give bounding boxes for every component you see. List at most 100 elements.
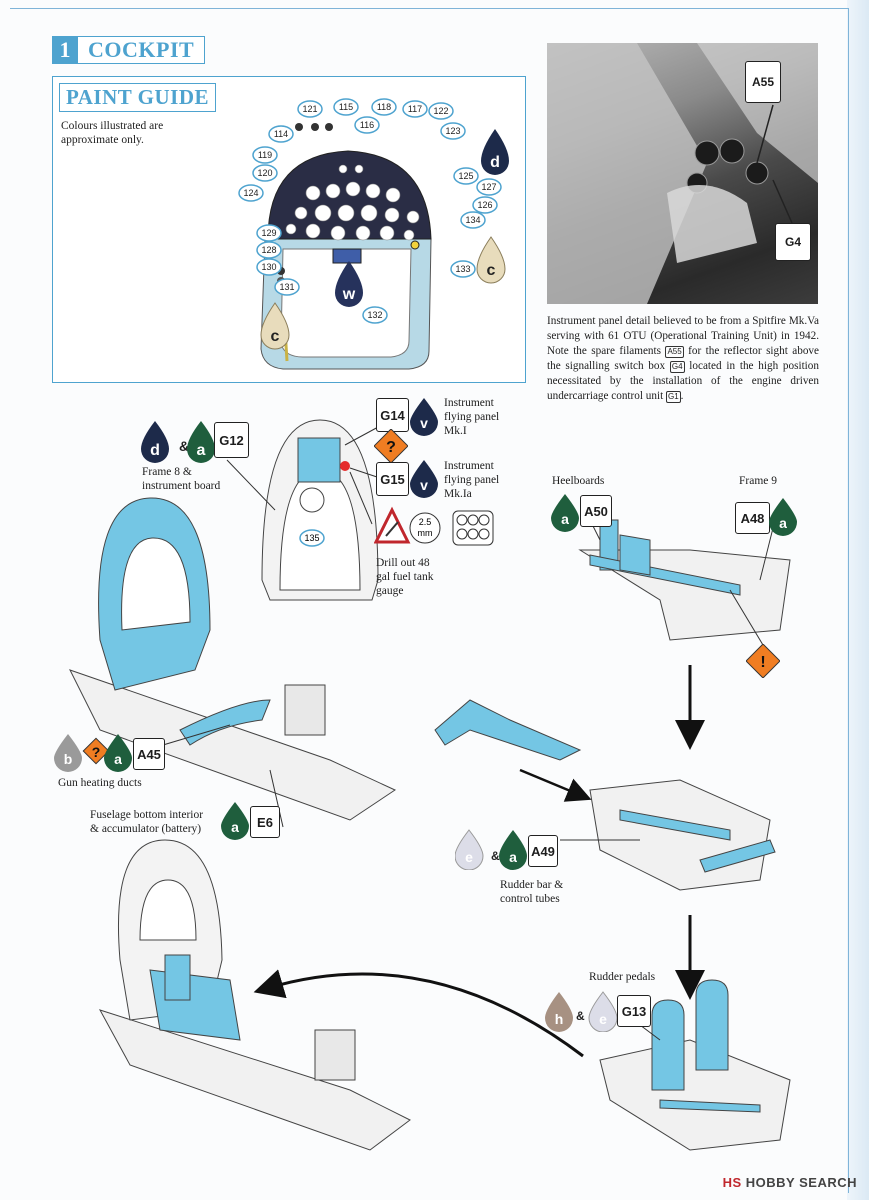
callout-128: 128 bbox=[261, 245, 276, 255]
part-a49: A49 bbox=[528, 835, 558, 867]
step-number: 1 bbox=[52, 36, 78, 64]
drop-v-g15: v bbox=[410, 460, 438, 498]
label-g13: Rudder pedals bbox=[589, 971, 656, 983]
frame9-subassembly bbox=[578, 519, 791, 641]
instrument-panel-illustration: 121 115 118 117 122 116 123 114 119 120 … bbox=[238, 98, 509, 370]
callout-125: 125 bbox=[458, 171, 473, 181]
part-g13: G13 bbox=[617, 995, 651, 1027]
frame8-floor-assembly bbox=[69, 497, 397, 821]
callout-133: 133 bbox=[455, 264, 470, 274]
callout-119: 119 bbox=[258, 150, 272, 160]
page-border-right bbox=[848, 8, 849, 1193]
label-heelboards: Heelboards bbox=[552, 475, 605, 487]
svg-text:2.5: 2.5 bbox=[419, 517, 432, 527]
page-edge bbox=[847, 0, 869, 1200]
callout-115: 115 bbox=[339, 102, 353, 112]
caption-text-1: Instrument panel detail believed to be f… bbox=[547, 315, 819, 357]
paint-guide-title: PAINT GUIDE bbox=[59, 83, 216, 112]
callout-131: 131 bbox=[279, 282, 294, 292]
step-title: COCKPIT bbox=[78, 36, 206, 64]
callout-121: 121 bbox=[302, 104, 317, 114]
part-g12: G12 bbox=[214, 422, 249, 458]
label-frame8: Frame 8 &instrument board bbox=[142, 466, 221, 492]
svg-text:a: a bbox=[561, 511, 569, 527]
callout-118: 118 bbox=[377, 102, 391, 112]
rudder-pedals-subassembly bbox=[599, 979, 791, 1151]
part-a48: A48 bbox=[735, 502, 770, 534]
part-g14: G14 bbox=[376, 398, 409, 432]
drill-icon: 2.5 mm bbox=[374, 506, 441, 544]
paint-guide-panel: PAINT GUIDE Colours illustrated are appr… bbox=[52, 76, 526, 383]
part-a45: A45 bbox=[133, 738, 165, 770]
callout-120: 120 bbox=[257, 168, 272, 178]
label-e6: Fuselage bottom interior& accumulator (b… bbox=[90, 809, 204, 835]
warning-a45: ? bbox=[92, 744, 101, 760]
ampersand: & bbox=[491, 849, 500, 863]
caption-text-3: located in the high position necessitate… bbox=[547, 360, 819, 402]
svg-text:w: w bbox=[342, 286, 356, 303]
callout-116: 116 bbox=[360, 120, 374, 130]
part-e6: E6 bbox=[250, 806, 280, 838]
callout-132: 132 bbox=[367, 310, 382, 320]
svg-text:c: c bbox=[271, 328, 280, 345]
drop-a: a bbox=[509, 849, 517, 865]
callout-114: 114 bbox=[274, 129, 288, 139]
watermark: HS HOBBY SEARCH bbox=[723, 1175, 857, 1190]
paint-drop-d: d bbox=[481, 129, 509, 175]
caption-text-2: for the reflector sight above the signal… bbox=[547, 345, 819, 372]
svg-text:?: ? bbox=[386, 439, 396, 456]
callout-127: 127 bbox=[481, 182, 496, 192]
paint-guide-note: Colours illustrated are approximate only… bbox=[61, 120, 164, 146]
callout-129: 129 bbox=[261, 228, 276, 238]
drop-e: e bbox=[465, 849, 473, 865]
drops-a45: b ? a bbox=[54, 734, 132, 772]
label-a45: Gun heating ducts bbox=[58, 777, 142, 789]
label-a49: Rudder bar &control tubes bbox=[500, 879, 564, 905]
svg-text:!: ! bbox=[760, 654, 765, 671]
drop-a-e6: a bbox=[221, 802, 249, 840]
callout-126: 126 bbox=[477, 200, 492, 210]
drop-a-frame9: a bbox=[769, 498, 797, 536]
photo-label-g4: G4 bbox=[775, 223, 811, 261]
frame8-detail bbox=[261, 419, 379, 601]
drop-a: a bbox=[114, 751, 122, 767]
caption-ref-g4: G4 bbox=[669, 361, 685, 373]
warning-question: ? bbox=[374, 429, 408, 463]
part-g15: G15 bbox=[376, 462, 409, 496]
drop-b: b bbox=[64, 751, 73, 767]
drop-v-g14: v bbox=[410, 398, 438, 436]
drop-e: e bbox=[599, 1011, 607, 1027]
callout-124: 124 bbox=[243, 188, 258, 198]
svg-text:d: d bbox=[490, 154, 500, 171]
callout-134: 134 bbox=[465, 215, 480, 225]
step-header: 1 COCKPIT bbox=[52, 36, 206, 64]
svg-text:mm: mm bbox=[418, 528, 433, 538]
callout-g12: d & a bbox=[141, 419, 301, 468]
svg-text:a: a bbox=[779, 515, 787, 531]
paint-callout-numbers: 121 115 118 117 122 116 123 114 119 120 … bbox=[243, 102, 496, 320]
drop-a: a bbox=[197, 442, 206, 459]
drop-h: h bbox=[555, 1011, 564, 1027]
callout-122: 122 bbox=[433, 106, 448, 116]
part-a50: A50 bbox=[580, 495, 612, 527]
drop-d: d bbox=[150, 442, 160, 459]
paint-drop-w: w bbox=[335, 261, 363, 307]
final-assembly bbox=[98, 839, 411, 1151]
svg-text:a: a bbox=[231, 819, 239, 835]
label-frame9: Frame 9 bbox=[739, 475, 778, 487]
paint-drop-c-right: c bbox=[476, 236, 506, 284]
photo-label-a55: A55 bbox=[745, 61, 781, 103]
rudder-bar-subassembly bbox=[434, 699, 776, 891]
callout-130: 130 bbox=[261, 262, 276, 272]
svg-text:v: v bbox=[420, 477, 428, 493]
photo-caption: Instrument panel detail believed to be f… bbox=[547, 314, 819, 404]
caption-text-4: . bbox=[680, 390, 684, 402]
assembly-diagram bbox=[69, 419, 791, 1151]
watermark-mark: HS bbox=[722, 1175, 742, 1190]
cockpit-reference-photo: A55 G4 bbox=[547, 43, 818, 304]
page-border-top bbox=[10, 8, 848, 9]
drop-a-heelboards: a bbox=[551, 494, 579, 532]
